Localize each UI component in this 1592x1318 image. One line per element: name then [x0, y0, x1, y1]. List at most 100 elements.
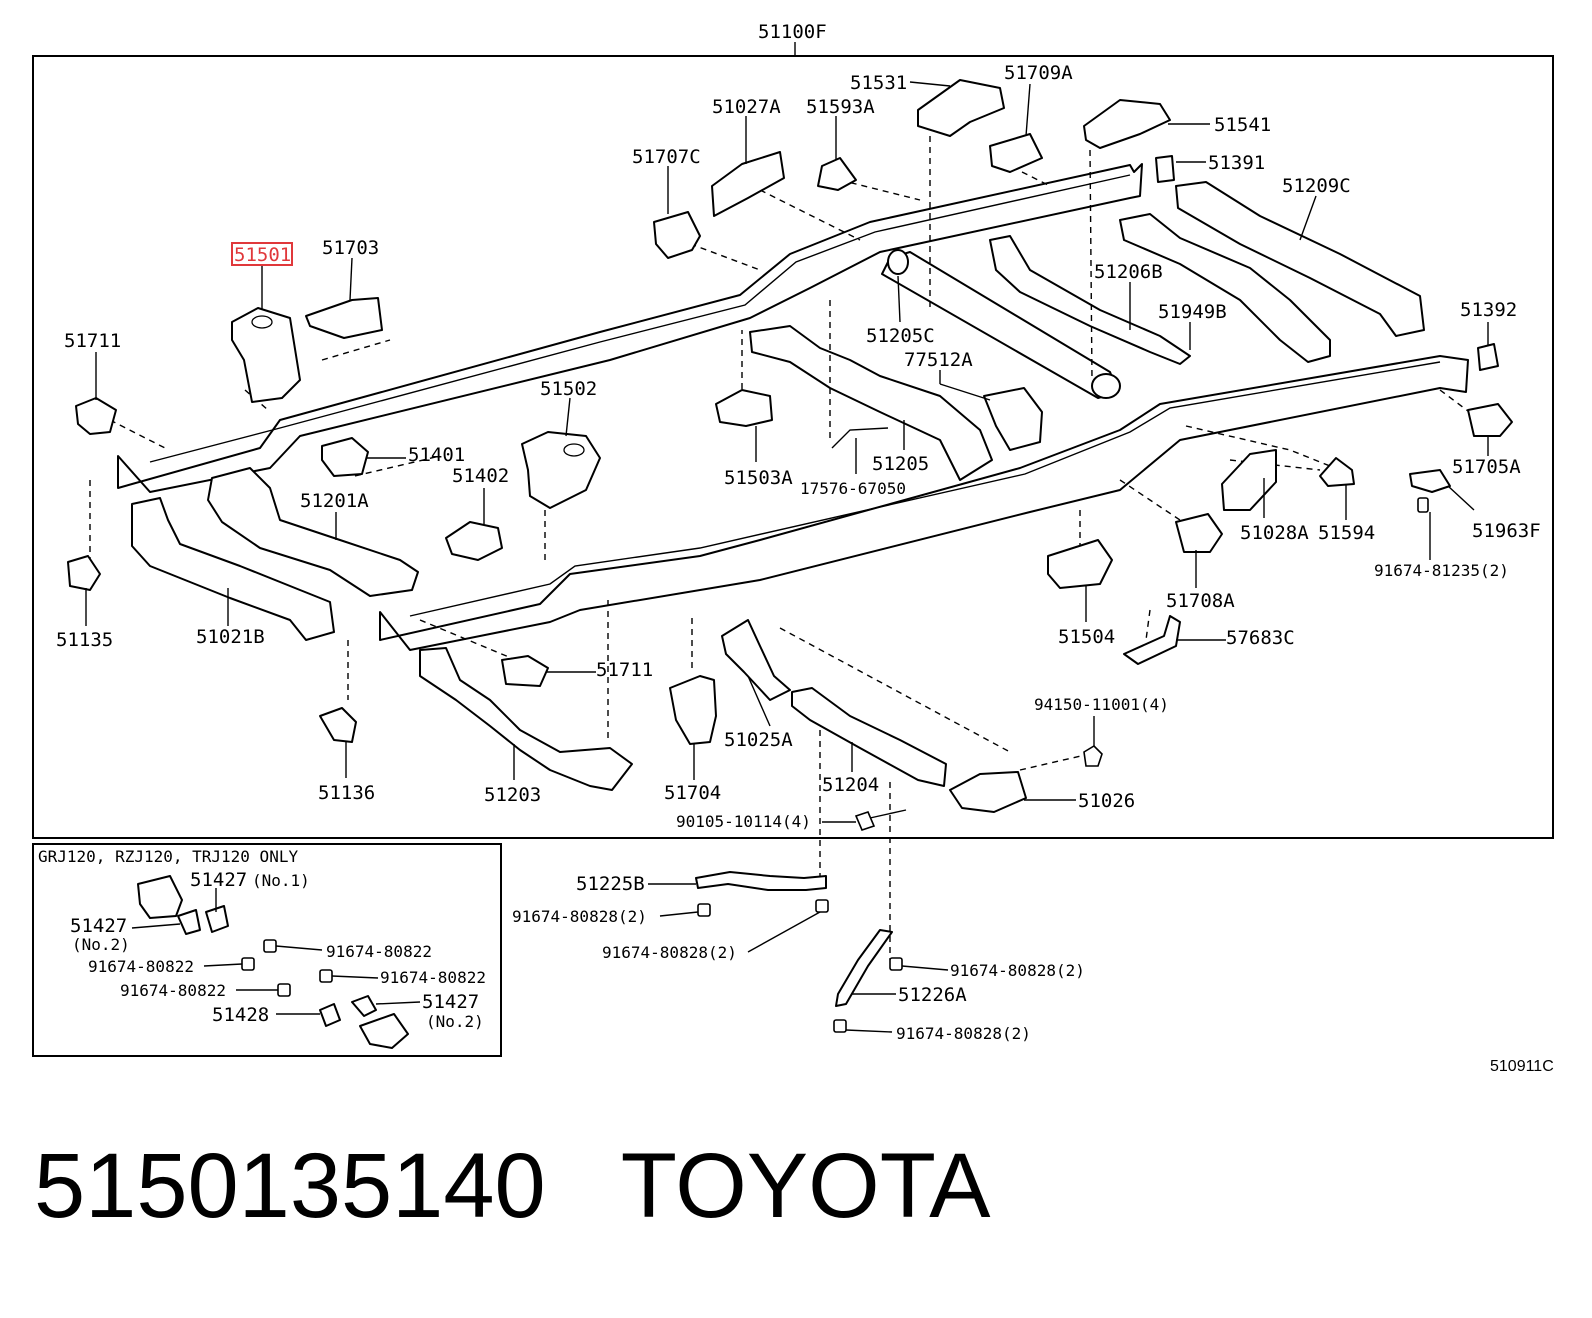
crossmember-51206b [989, 235, 1191, 365]
label-51021b[interactable]: 51021B [196, 626, 265, 648]
label-51205c[interactable]: 51205C [866, 325, 935, 347]
inset-bracket-lower [351, 995, 377, 1017]
crossmember-51203 [419, 647, 633, 791]
bolt-91674-b [815, 899, 829, 913]
inset-bracket-51428 [319, 1003, 341, 1027]
label-51135[interactable]: 51135 [56, 629, 113, 651]
label-51028a[interactable]: 51028A [1240, 522, 1309, 544]
bracket-51402 [445, 521, 503, 561]
label-51704[interactable]: 51704 [664, 782, 721, 804]
label-51392[interactable]: 51392 [1460, 299, 1517, 321]
bracket-51711-rear [501, 655, 549, 687]
crossmember-51205c [881, 249, 1121, 399]
label-91674-80828-d[interactable]: 91674-80828(2) [896, 1024, 1031, 1043]
label-51949b[interactable]: 51949B [1158, 301, 1227, 323]
main-assembly-label: 51100F [758, 21, 827, 43]
inset-note-no2: (No.2) [72, 935, 130, 954]
inset-panel: GRJ120, RZJ120, TRJ120 ONLY 51427 (No.1)… [32, 843, 502, 1057]
bracket-51708a [1175, 513, 1223, 553]
bolt-91674-a [697, 903, 711, 917]
label-51391[interactable]: 51391 [1208, 152, 1265, 174]
inset-note-no2-b: (No.2) [426, 1012, 484, 1031]
right-frame-rail [379, 355, 1469, 651]
part-labels: 51501 51703 51711 51707C 51027A 51593A 5… [56, 62, 1541, 1043]
label-51027a[interactable]: 51027A [712, 96, 781, 118]
label-51201a[interactable]: 51201A [300, 490, 369, 512]
label-51025a[interactable]: 51025A [724, 729, 793, 751]
label-51204[interactable]: 51204 [822, 774, 879, 796]
label-51593a[interactable]: 51593A [806, 96, 875, 118]
label-51401[interactable]: 51401 [408, 444, 465, 466]
label-90105-10114[interactable]: 90105-10114(4) [676, 812, 811, 831]
reference-code: 510911C [1490, 1058, 1554, 1075]
label-51203[interactable]: 51203 [484, 784, 541, 806]
bracket-51135 [67, 555, 101, 591]
bracket-51541 [1083, 99, 1171, 149]
label-51709a[interactable]: 51709A [1004, 62, 1073, 84]
label-51502[interactable]: 51502 [540, 378, 597, 400]
label-91674-81235[interactable]: 91674-81235(2) [1374, 561, 1509, 580]
inset-label-51428[interactable]: 51428 [212, 1004, 269, 1026]
label-57683c[interactable]: 57683C [1226, 627, 1295, 649]
bracket-51593a [817, 157, 857, 191]
inset-label-51427-2[interactable]: 51427 [70, 915, 127, 937]
inset-label-91674-b[interactable]: 91674-80822 [88, 957, 194, 976]
inset-bracket-clip2 [205, 905, 229, 933]
bolt-91674-d [833, 1019, 847, 1033]
label-51708a[interactable]: 51708A [1166, 590, 1235, 612]
inset-label-91674-a[interactable]: 91674-80822 [326, 942, 432, 961]
bracket-51502 [521, 431, 601, 509]
inset-label-91674-c[interactable]: 91674-80822 [380, 968, 486, 987]
label-51705a[interactable]: 51705A [1452, 456, 1521, 478]
bracket-51401 [321, 437, 369, 477]
crossmember-51204 [791, 687, 947, 787]
bracket-51392 [1477, 343, 1499, 371]
inset-label-51427-1[interactable]: 51427 [190, 869, 247, 891]
bracket-51028a [1221, 449, 1277, 511]
inset-bracket-bottom [359, 1013, 409, 1049]
inset-bolt-1 [263, 939, 277, 953]
label-51707c[interactable]: 51707C [632, 146, 701, 168]
label-91674-80828-b[interactable]: 91674-80828(2) [602, 943, 737, 962]
label-51711-front[interactable]: 51711 [64, 330, 121, 352]
label-51703[interactable]: 51703 [322, 237, 379, 259]
label-51501[interactable]: 51501 [234, 244, 291, 266]
label-77512a[interactable]: 77512A [904, 349, 973, 371]
label-91674-80828-c[interactable]: 91674-80828(2) [950, 961, 1085, 980]
inset-bracket-top [137, 875, 183, 919]
bracket-51594 [1319, 457, 1355, 487]
label-51531[interactable]: 51531 [850, 72, 907, 94]
label-51402[interactable]: 51402 [452, 465, 509, 487]
label-51504[interactable]: 51504 [1058, 626, 1115, 648]
label-51225b[interactable]: 51225B [576, 873, 645, 895]
label-51503a[interactable]: 51503A [724, 467, 793, 489]
inset-note-no1: (No.1) [252, 871, 310, 890]
brace-51226a [835, 929, 893, 1007]
bracket-51707c [653, 211, 701, 259]
crossmember-51021b [131, 497, 335, 641]
bracket-51705a [1467, 403, 1513, 437]
label-51136[interactable]: 51136 [318, 782, 375, 804]
crossmember-51209c [1175, 181, 1425, 337]
inset-bracket-clip [177, 909, 201, 935]
label-51226a[interactable]: 51226A [898, 984, 967, 1006]
label-51541[interactable]: 51541 [1214, 114, 1271, 136]
label-51711-rear[interactable]: 51711 [596, 659, 653, 681]
label-51594[interactable]: 51594 [1318, 522, 1375, 544]
label-51205[interactable]: 51205 [872, 453, 929, 475]
left-frame-rail [117, 163, 1143, 493]
bracket-51503a [715, 389, 773, 427]
label-51206b[interactable]: 51206B [1094, 261, 1163, 283]
label-51209c[interactable]: 51209C [1282, 175, 1351, 197]
label-51963f[interactable]: 51963F [1472, 520, 1541, 542]
label-91674-80828-a[interactable]: 91674-80828(2) [512, 907, 647, 926]
bracket-51709a [989, 133, 1043, 173]
inset-label-91674-d[interactable]: 91674-80822 [120, 981, 226, 1000]
bracket-51704 [669, 675, 717, 745]
inset-label-51427-3[interactable]: 51427 [422, 991, 479, 1013]
label-17576-67050[interactable]: 17576-67050 [800, 479, 906, 498]
bracket-51026 [949, 771, 1027, 813]
label-94150-11001[interactable]: 94150-11001(4) [1034, 695, 1169, 714]
label-51026[interactable]: 51026 [1078, 790, 1135, 812]
